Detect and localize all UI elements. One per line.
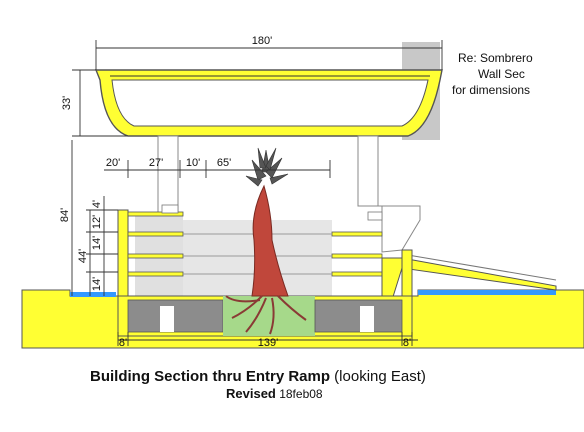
caption-title: Building Section thru Entry Ramp (lookin… [90,368,426,385]
caption-revised-label: Revised [226,386,276,401]
caption-revised: Revised 18feb08 [226,386,323,401]
water-left [70,292,116,297]
dim-span-a: 20' [106,157,120,169]
ramp-rail [401,253,557,281]
dim-roof-height: 33' [61,96,73,110]
note-line-3: for dimensions [452,83,530,97]
caption-title-bold: Building Section thru Entry Ramp [90,368,330,385]
roof-canopy-inner [111,79,429,127]
right-floor-slabs [331,211,383,277]
dim-base-left: 8' [119,337,127,349]
dim-base-center: 139' [258,337,278,349]
water-right [418,290,556,295]
dim-parapet: 4' [91,200,103,208]
dim-total-height: 84' [59,208,71,222]
dim-floor-low: 14' [91,277,103,291]
dim-base-right: 8' [403,337,411,349]
dim-floor-upper: 12' [91,215,103,229]
dim-roof-width: 180' [252,35,272,47]
note-line-1: Re: Sombrero [458,51,533,65]
dim-span-b: 27' [149,157,163,169]
dim-span-d: 65' [217,157,231,169]
dim-floors-height: 44' [77,249,89,263]
garage-right [314,299,403,333]
garage-left [127,299,224,333]
note-line-2: Wall Sec [478,67,525,81]
dimension-lines [71,40,443,346]
garage-left-door [160,306,174,332]
building-left-wall [117,209,129,301]
left-floor-slabs [127,204,184,277]
building-right-wall [401,249,413,301]
dim-floor-mid: 14' [91,236,103,250]
caption-title-paren: (looking East) [330,368,426,385]
caption-revised-date: 18feb08 [276,387,323,401]
column-left [157,135,179,215]
dim-span-c: 10' [186,157,200,169]
right-upper-wing [358,205,421,253]
garage-right-door [360,306,374,332]
column-right [357,135,379,207]
